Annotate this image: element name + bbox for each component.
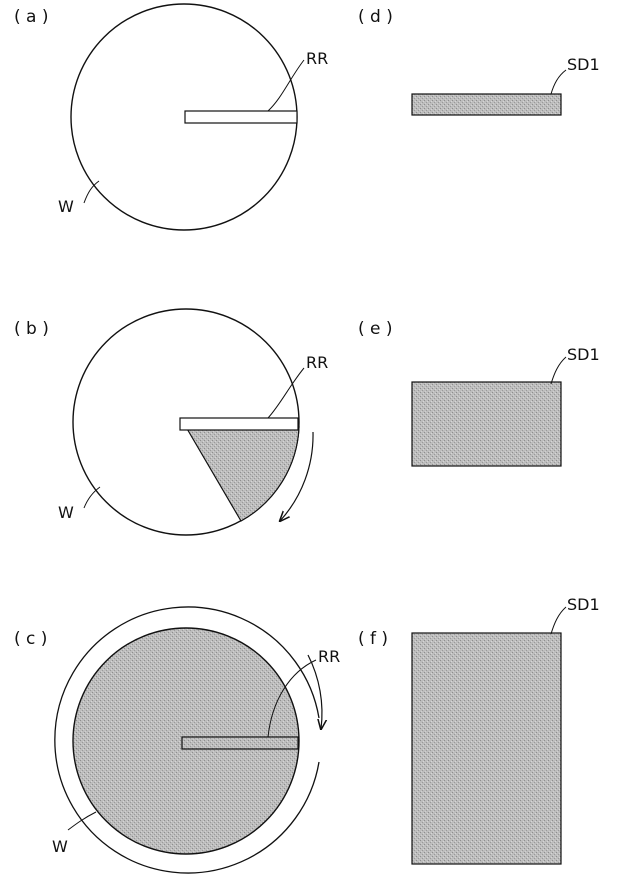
panel-e: ( e ) SD1	[358, 319, 600, 466]
film-block	[412, 633, 561, 864]
film-block	[412, 94, 561, 115]
panel-a-label: ( a )	[14, 7, 49, 27]
rotating-arm	[182, 737, 298, 749]
w-label: W	[58, 197, 74, 216]
w-label: W	[52, 837, 68, 856]
panel-c-label: ( c )	[14, 629, 47, 649]
sd1-label: SD1	[567, 55, 600, 74]
rotation-arrow	[308, 655, 322, 729]
panel-b-label: ( b )	[14, 319, 49, 339]
panel-a: ( a ) RR W	[14, 4, 328, 230]
sd1-label: SD1	[567, 595, 600, 614]
rotating-arm	[185, 111, 297, 123]
panel-f: ( f ) SD1	[358, 595, 600, 864]
rr-label: RR	[306, 353, 328, 372]
panel-f-label: ( f )	[358, 629, 388, 649]
rotating-arm	[180, 418, 298, 430]
sd1-leader-line	[551, 70, 566, 94]
rr-label: RR	[306, 49, 328, 68]
sd1-label: SD1	[567, 345, 600, 364]
panel-c: ( c ) RR W	[14, 607, 340, 873]
panel-b: ( b ) RR W	[14, 309, 328, 535]
panel-e-label: ( e )	[358, 319, 393, 339]
panel-d-label: ( d )	[358, 7, 393, 27]
panel-d: ( d ) SD1	[358, 7, 600, 115]
film-block	[412, 382, 561, 466]
w-label: W	[58, 503, 74, 522]
sd1-leader-line	[551, 607, 566, 634]
rr-label: RR	[318, 647, 340, 666]
sd1-leader-line	[551, 357, 566, 384]
